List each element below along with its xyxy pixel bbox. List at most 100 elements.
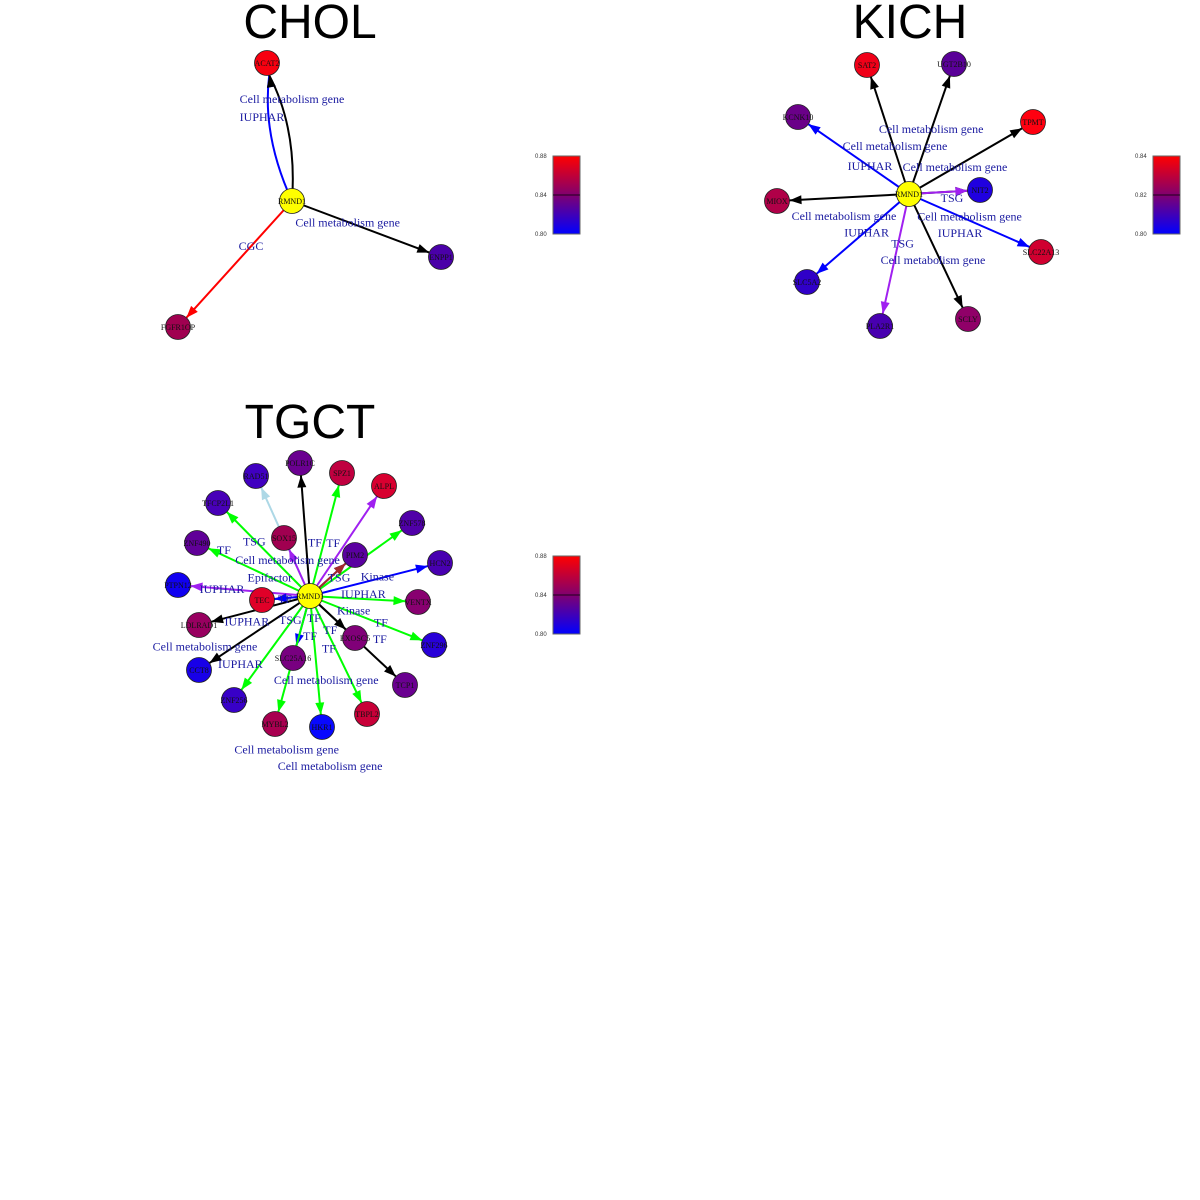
node-label: HKR1: [312, 723, 333, 732]
node-label: UGT2B10: [937, 60, 971, 69]
edge-slc5a2: [815, 193, 910, 275]
node-pim2[interactable]: PIM2: [342, 542, 368, 568]
arrowhead-icon: [209, 652, 222, 664]
node-hkr1[interactable]: HKR1: [309, 714, 335, 740]
color-scale-tick: 0.84: [535, 193, 547, 199]
node-tpmt[interactable]: TPMT: [1020, 109, 1046, 135]
node-ldlrad1[interactable]: LDLRAD1: [181, 612, 217, 638]
edge-ptpn12: [190, 585, 311, 597]
edge-label: TSG: [279, 613, 302, 627]
arrowhead-icon: [409, 631, 423, 641]
node-tcp1[interactable]: TCP1: [392, 672, 418, 698]
node-sat2[interactable]: SAT2: [854, 52, 880, 78]
edge-label: TF: [374, 615, 388, 629]
edge-label: IUPHAR: [225, 615, 270, 629]
arrowhead-icon: [389, 530, 402, 541]
node-rad51[interactable]: RAD51: [243, 463, 269, 489]
edge-slc22a13: [908, 193, 1030, 248]
edge-label: Cell metabolism gene: [879, 122, 984, 136]
node-znf578[interactable]: ZNF578: [398, 510, 426, 536]
edge-enpp1: [291, 200, 430, 254]
panel-title: TGCT: [245, 396, 376, 449]
node-label: RAD51: [244, 472, 269, 481]
node-slc25a16[interactable]: SLC25A16: [275, 645, 311, 671]
node-label: TEC: [254, 596, 269, 605]
arrowhead-icon: [289, 549, 299, 563]
edge-tpmt: [908, 127, 1023, 195]
hub-label: RMND1: [278, 197, 306, 206]
node-ugt2b10[interactable]: UGT2B10: [937, 51, 971, 77]
node-tfcp2l1[interactable]: TFCP2L1: [202, 490, 234, 516]
arrowhead-icon: [1009, 128, 1023, 139]
node-znf256[interactable]: ZNF256: [220, 687, 248, 713]
node-sox15[interactable]: SOX15: [271, 525, 297, 551]
panel-title: CHOL: [243, 0, 376, 49]
color-scale-tick: 0.88: [535, 554, 547, 560]
node-polr1c[interactable]: POLR1C: [285, 450, 315, 476]
edge-label: Cell metabolism gene: [295, 216, 400, 230]
arrowhead-icon: [880, 301, 890, 314]
node-label: ACAT2: [255, 59, 280, 68]
node-cct8[interactable]: CCT8: [186, 657, 212, 683]
node-ptpn12[interactable]: PTPN12: [164, 572, 192, 598]
edge-label: Cell metabolism gene: [843, 139, 948, 153]
node-znf296[interactable]: ZNF296: [420, 632, 448, 658]
edge-alpl: [309, 495, 378, 597]
node-miox[interactable]: MIOX: [764, 188, 790, 214]
edge-label: TF: [307, 611, 321, 625]
edge-znf296: [309, 595, 423, 642]
hub-node[interactable]: RMND1: [296, 583, 324, 609]
node-slc22a13[interactable]: SLC22A13: [1023, 239, 1059, 265]
node-exosc5[interactable]: EXOSC5: [340, 625, 370, 651]
arrowhead-icon: [1016, 238, 1030, 247]
edge-scly: [908, 193, 964, 309]
edge-znf256: [240, 595, 311, 691]
node-circle: [427, 550, 453, 576]
node-label: ZNF490: [183, 539, 210, 548]
node-mybl2[interactable]: MYBL2: [261, 711, 289, 737]
edge-ugt2b10: [908, 75, 951, 195]
node-circle: [186, 612, 212, 638]
node-pla2r1[interactable]: PLA2R1: [866, 313, 894, 339]
node-scly[interactable]: SCLY: [955, 306, 981, 332]
edge-label: TF: [373, 632, 387, 646]
node-fgfr1op[interactable]: FGFR1OP: [161, 314, 196, 340]
arrowhead-icon: [384, 664, 396, 677]
arrowhead-icon: [789, 195, 802, 205]
node-label: HCN2: [430, 559, 451, 568]
node-label: ENPP1: [429, 253, 453, 262]
arrowhead-icon: [261, 487, 271, 501]
arrowhead-icon: [415, 564, 428, 574]
edge-label: Cell metabolism gene: [792, 209, 897, 223]
hub-label: RMND1: [895, 190, 923, 199]
hub-node[interactable]: RMND1: [895, 181, 923, 207]
node-nit2[interactable]: NIT2: [967, 177, 993, 203]
node-alpl[interactable]: ALPL: [371, 473, 397, 499]
node-circle: [399, 510, 425, 536]
node-circle: [421, 632, 447, 658]
node-spz1[interactable]: SPZ1: [329, 460, 355, 486]
edge-label: Cell metabolism gene: [274, 673, 379, 687]
color-scale-legend: 0.880.840.80: [535, 554, 581, 638]
color-scale-tick: 0.84: [1135, 154, 1147, 160]
edge-miox: [789, 193, 910, 202]
node-kcnk10[interactable]: KCNK10: [783, 104, 814, 130]
node-enpp1[interactable]: ENPP1: [428, 244, 454, 270]
hub-label: RMND1: [296, 592, 324, 601]
node-acat2[interactable]: ACAT2: [254, 50, 280, 76]
hub-node[interactable]: RMND1: [278, 188, 306, 214]
arrowhead-icon: [816, 262, 829, 274]
node-tec[interactable]: TEC: [249, 587, 275, 613]
node-circle: [329, 460, 355, 486]
node-circle: [955, 306, 981, 332]
node-slc5a2[interactable]: SLC5A2: [793, 269, 821, 295]
arrowhead-icon: [186, 305, 198, 318]
edge-label: TF: [308, 536, 322, 550]
arrowhead-icon: [241, 677, 253, 690]
node-znf490[interactable]: ZNF490: [183, 530, 211, 556]
node-tbpl2[interactable]: TBPL2: [354, 701, 380, 727]
arrowhead-icon: [211, 614, 224, 624]
node-circle: [342, 625, 368, 651]
node-hcn2[interactable]: HCN2: [427, 550, 453, 576]
node-ventx[interactable]: VENTX: [404, 589, 432, 615]
